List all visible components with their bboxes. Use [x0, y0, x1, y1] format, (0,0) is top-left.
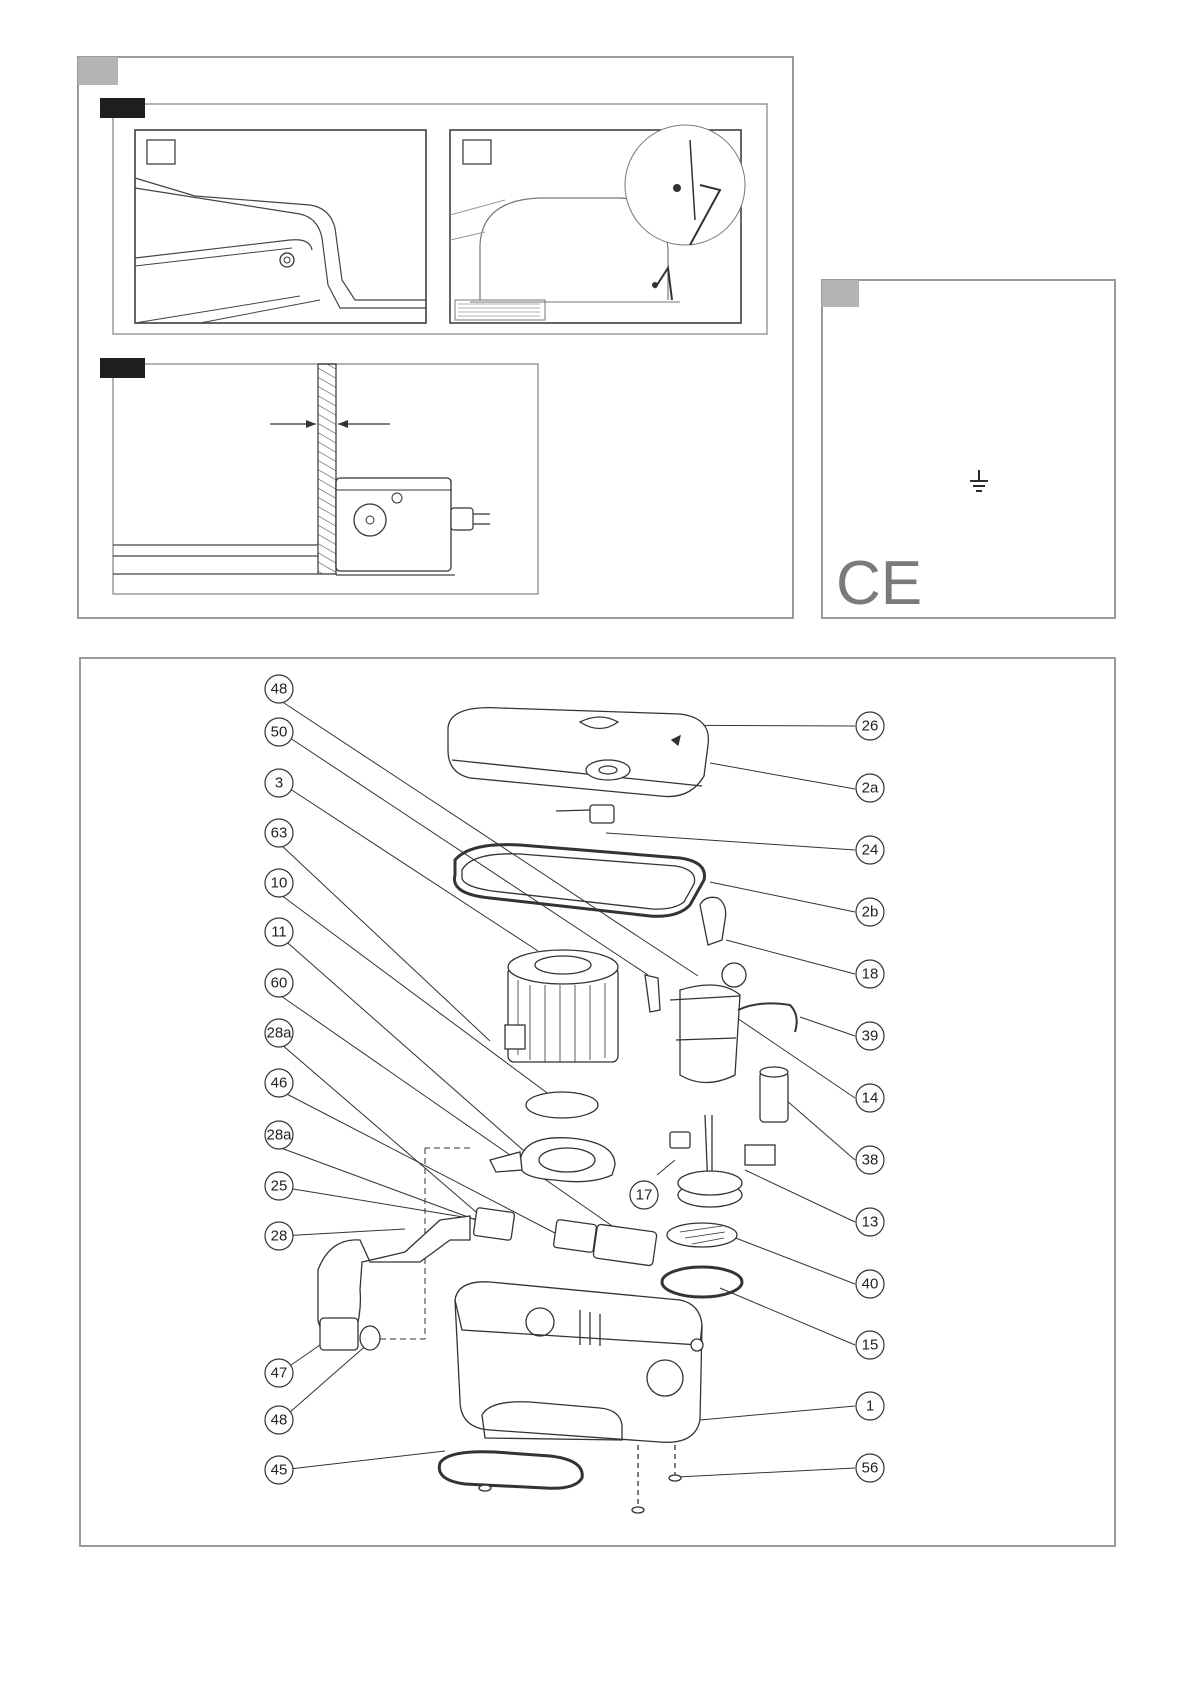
- clip-50: [645, 975, 660, 1012]
- panel-tab: [78, 57, 118, 85]
- svg-text:2b: 2b: [862, 904, 879, 921]
- view-2-marker: [463, 140, 491, 164]
- svg-text:38: 38: [862, 1152, 879, 1169]
- label-panel: CE: [822, 280, 1115, 618]
- callout-bubble: 28a: [265, 1121, 293, 1149]
- elbow-18: [700, 897, 726, 945]
- callout-bubble: 17: [630, 1181, 658, 1209]
- callouts-left: 48 50 3 63 10 11 60 28a 46 28a 25 28 47 …: [265, 675, 293, 1484]
- filter-40: [667, 1223, 737, 1247]
- svg-text:15: 15: [862, 1337, 879, 1354]
- callout-bubble: 11: [265, 918, 293, 946]
- svg-text:2a: 2a: [862, 780, 879, 797]
- parts-drawing: [318, 708, 797, 1513]
- callout-bubble: 40: [856, 1270, 884, 1298]
- callout-bubble: 26: [856, 712, 884, 740]
- subpanel-a-tab: [100, 98, 145, 118]
- callout-bubble: 47: [265, 1359, 293, 1387]
- view-basin-corner: [135, 130, 426, 323]
- svg-text:11: 11: [271, 924, 287, 941]
- view-cover-key: [450, 125, 745, 323]
- housing-14: [680, 985, 740, 1082]
- callout-bubble: 14: [856, 1084, 884, 1112]
- svg-text:28a: 28a: [266, 1025, 292, 1042]
- svg-text:17: 17: [636, 1187, 653, 1204]
- svg-text:40: 40: [862, 1276, 879, 1293]
- part-24: [590, 805, 614, 823]
- callout-bubble: 56: [856, 1454, 884, 1482]
- svg-text:46: 46: [271, 1075, 288, 1092]
- view-wall-clearance: [100, 358, 538, 594]
- svg-text:63: 63: [271, 825, 288, 842]
- callout-bubble: 63: [265, 819, 293, 847]
- plate-10: [526, 1092, 598, 1118]
- svg-text:3: 3: [275, 775, 283, 792]
- callout-bubble: 2b: [856, 898, 884, 926]
- callout-bubble: 45: [265, 1456, 293, 1484]
- ring-15: [662, 1267, 742, 1297]
- label-tab: [822, 280, 859, 307]
- view-1-marker: [147, 140, 175, 164]
- svg-text:56: 56: [862, 1460, 879, 1477]
- switch-17: [670, 1132, 690, 1148]
- capacitor-38: [760, 1072, 788, 1122]
- svg-text:48: 48: [271, 681, 288, 698]
- callouts-right: 26 2a 24 2b 18 39 14 38 13 40 15 1 56: [856, 712, 884, 1482]
- svg-text:45: 45: [271, 1462, 288, 1479]
- ce-mark: CE: [836, 549, 922, 618]
- callout-bubble: 48: [265, 1406, 293, 1434]
- svg-text:1: 1: [866, 1398, 874, 1415]
- callout-bubble: 39: [856, 1022, 884, 1050]
- svg-text:60: 60: [271, 975, 288, 992]
- svg-text:39: 39: [862, 1028, 879, 1045]
- callout-bubble: 13: [856, 1208, 884, 1236]
- earth-ground-icon: [970, 470, 988, 491]
- svg-text:13: 13: [862, 1214, 879, 1231]
- callout-bubble: 2a: [856, 774, 884, 802]
- callout-bubble: 1: [856, 1392, 884, 1420]
- callout-bubble: 15: [856, 1331, 884, 1359]
- cable-39: [738, 1003, 797, 1032]
- callout-bubble: 60: [265, 969, 293, 997]
- pump-unit-side: [336, 478, 451, 571]
- fixing-screw: [280, 253, 294, 267]
- callout-bubble: 48: [265, 675, 293, 703]
- callout-bubble: 18: [856, 960, 884, 988]
- callout-bubble: 50: [265, 718, 293, 746]
- svg-text:24: 24: [862, 842, 879, 859]
- detail-magnifier: [625, 125, 745, 245]
- callout-bubble: 28: [265, 1222, 293, 1250]
- svg-text:25: 25: [271, 1178, 288, 1195]
- seal-45: [439, 1452, 582, 1489]
- exploded-view-panel: 48 50 3 63 10 11 60 28a 46 28a 25 28 47 …: [80, 658, 1115, 1546]
- svg-text:28: 28: [271, 1228, 288, 1245]
- svg-text:14: 14: [862, 1090, 879, 1107]
- installation-panel: [78, 57, 793, 618]
- callout-bubble: 3: [265, 769, 293, 797]
- svg-text:50: 50: [271, 724, 288, 741]
- callout-bubble: 10: [265, 869, 293, 897]
- subpanel-b-tab: [100, 358, 145, 378]
- callout-bubble: 46: [265, 1069, 293, 1097]
- tank-1: [455, 1282, 703, 1443]
- svg-text:48: 48: [271, 1412, 288, 1429]
- callout-bubble: 24: [856, 836, 884, 864]
- svg-text:28a: 28a: [266, 1127, 292, 1144]
- callout-bubble: 38: [856, 1146, 884, 1174]
- svg-text:47: 47: [271, 1365, 288, 1382]
- svg-text:18: 18: [862, 966, 879, 983]
- callout-bubble: 25: [265, 1172, 293, 1200]
- motor-63: [505, 950, 618, 1062]
- svg-text:10: 10: [271, 875, 288, 892]
- svg-text:26: 26: [862, 718, 879, 735]
- callout-bubble: 28a: [265, 1019, 293, 1047]
